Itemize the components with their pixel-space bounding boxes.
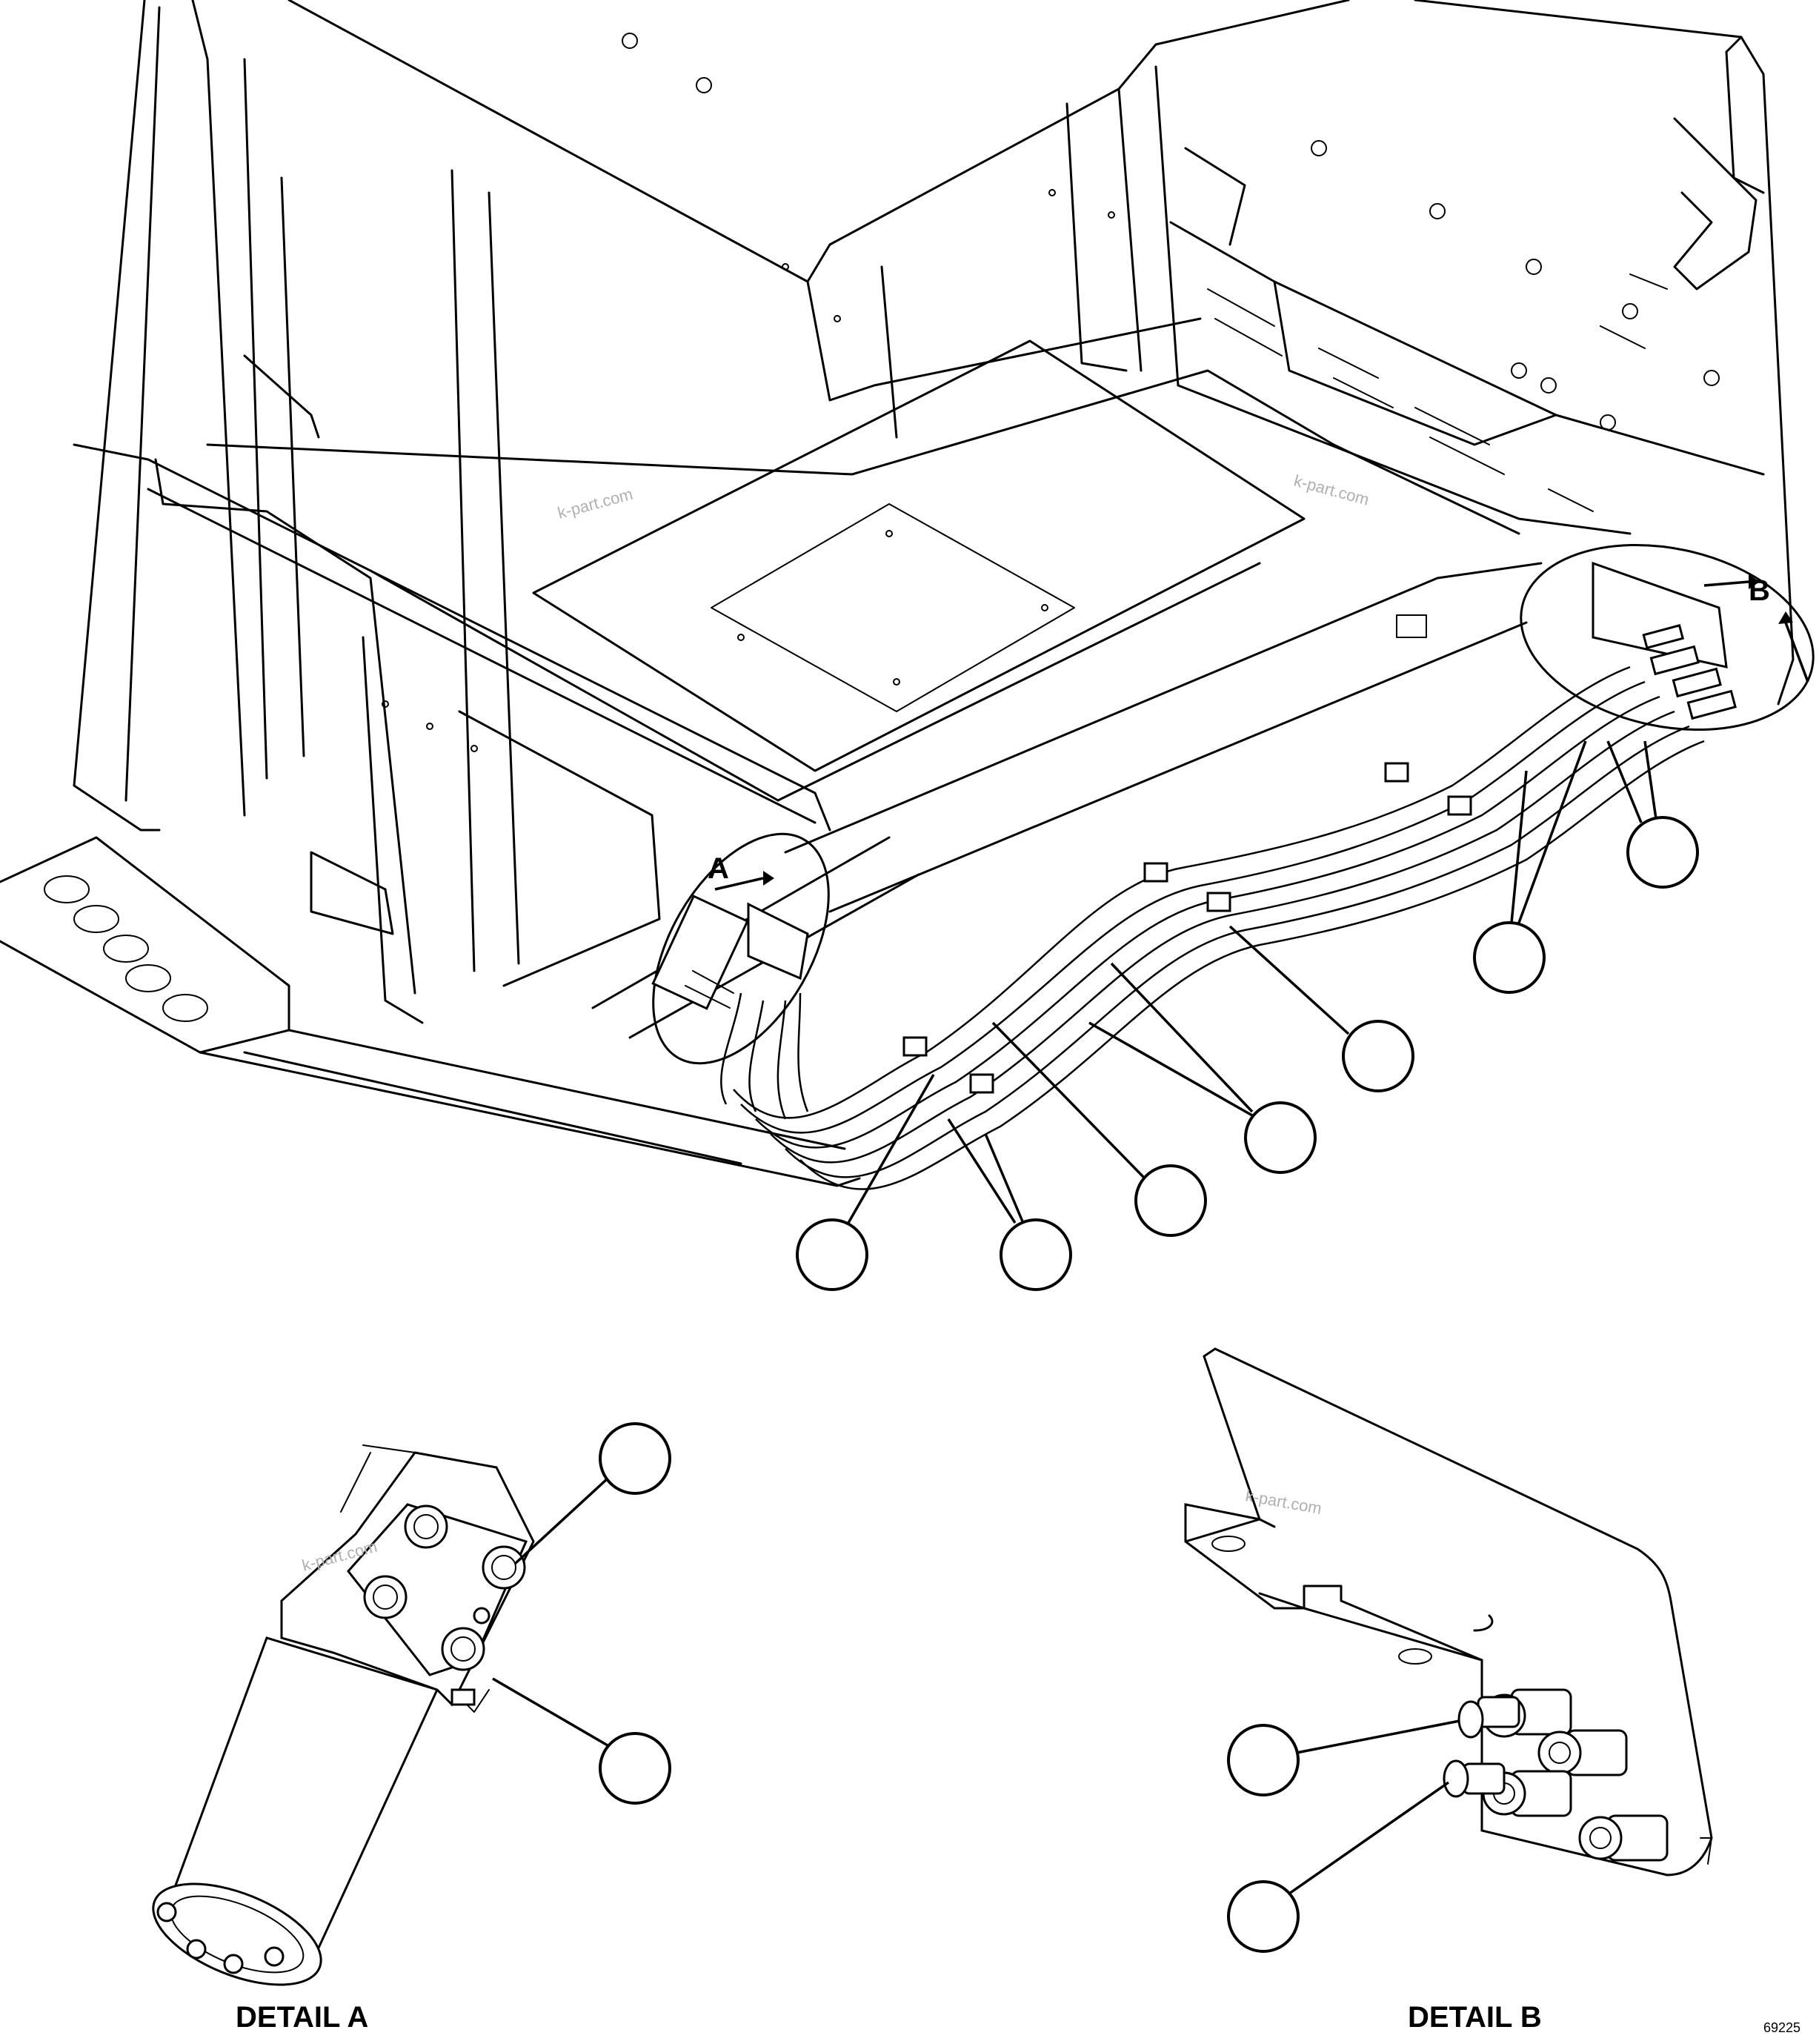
balloon (796, 1218, 868, 1291)
drawing-number: 69225 (1763, 2020, 1800, 2035)
balloon (599, 1422, 671, 1495)
callout-letter-a: A (708, 852, 729, 885)
balloon (1000, 1218, 1072, 1291)
balloon (1473, 921, 1546, 994)
hose-bundle (720, 666, 1705, 1190)
detail-b-bulkhead-plate (1184, 1347, 1713, 1953)
fitting (1578, 1814, 1669, 1862)
balloon (1227, 1880, 1300, 1953)
main-view-balloons (796, 740, 1699, 1291)
balloon (1134, 1164, 1207, 1237)
detail-b-label: DETAIL B (1408, 2001, 1542, 2034)
detail-a-callout: A (651, 832, 830, 1065)
fitting (1457, 1696, 1520, 1739)
detail-a-label: DETAIL A (236, 2001, 368, 2034)
watermark: k-part.com (1292, 471, 1371, 509)
balloon (1626, 816, 1699, 889)
balloon (1342, 1020, 1414, 1092)
detail-a-steering-valve (152, 1422, 671, 1986)
detail-b-callout: B (1520, 543, 1815, 731)
balloon (599, 1732, 671, 1805)
chassis-frame (0, 0, 1795, 1187)
watermark: k-part.com (556, 485, 635, 522)
callout-letter-b: B (1749, 574, 1770, 607)
fitting (1537, 1729, 1628, 1776)
balloon (1227, 1724, 1300, 1796)
fitting (1443, 1759, 1506, 1798)
balloon (1244, 1101, 1317, 1174)
